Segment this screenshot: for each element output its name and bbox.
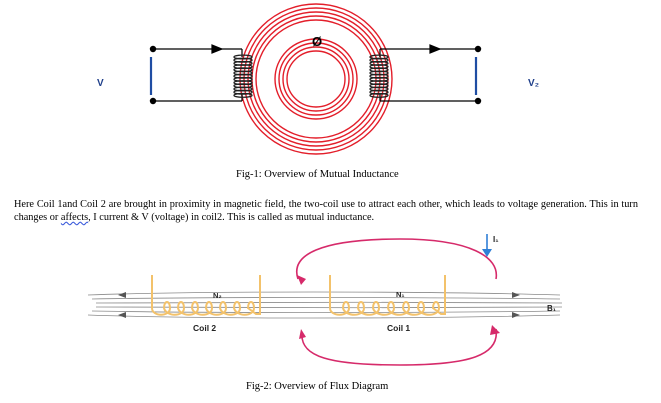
- coil-2: [151, 275, 261, 316]
- terminal-dot: [474, 97, 482, 105]
- secondary-winding: [369, 54, 389, 98]
- terminal-dot: [149, 45, 157, 53]
- flux-phi-label: Ø: [312, 34, 322, 49]
- misspelled-word: affects: [60, 212, 89, 223]
- coil2-label: Coil 2: [193, 323, 216, 333]
- v2-label: V₂: [528, 78, 539, 89]
- paragraph-text: Here Coil 1and Coil 2 are brought in pro…: [14, 199, 638, 223]
- i1-label: I₁: [493, 235, 499, 244]
- winding-turn: [369, 92, 389, 98]
- n2-label: N₂: [213, 291, 222, 300]
- b1-label: B₁: [547, 304, 557, 313]
- coil1-label: Coil 1: [387, 323, 410, 333]
- winding-turn: [233, 92, 253, 98]
- core-rings: [239, 3, 393, 155]
- fig1-caption: Fig-1: Overview of Mutual Inductance: [236, 169, 399, 180]
- flux-lines: [87, 291, 563, 319]
- terminal-dot: [149, 97, 157, 105]
- terminal-dot: [474, 45, 482, 53]
- current-arrow-head: [482, 249, 492, 257]
- flux-arrows: [118, 292, 520, 318]
- paragraph-text: , I current & V (voltage) in coil2. This…: [88, 212, 375, 223]
- coil-wire: [329, 275, 446, 316]
- primary-circuit: [153, 44, 243, 102]
- flux-diagram: I₁ N₂ N₁ B₁ Coil 2 Coil 1: [87, 234, 563, 366]
- v1-label: V: [97, 78, 104, 89]
- fig2-caption: Fig-2: Overview of Flux Diagram: [246, 381, 389, 392]
- field-loops: [296, 238, 498, 366]
- body-paragraph: Here Coil 1and Coil 2 are brought in pro…: [14, 198, 638, 224]
- primary-winding: [233, 54, 253, 98]
- secondary-circuit: [379, 44, 478, 102]
- mutual-inductance-diagram: V V₂ Ø: [97, 3, 539, 155]
- field-loop-arrows: [297, 275, 500, 339]
- coil-1: [329, 275, 446, 316]
- n1-label: N₁: [396, 290, 405, 299]
- coil-wire: [151, 275, 261, 316]
